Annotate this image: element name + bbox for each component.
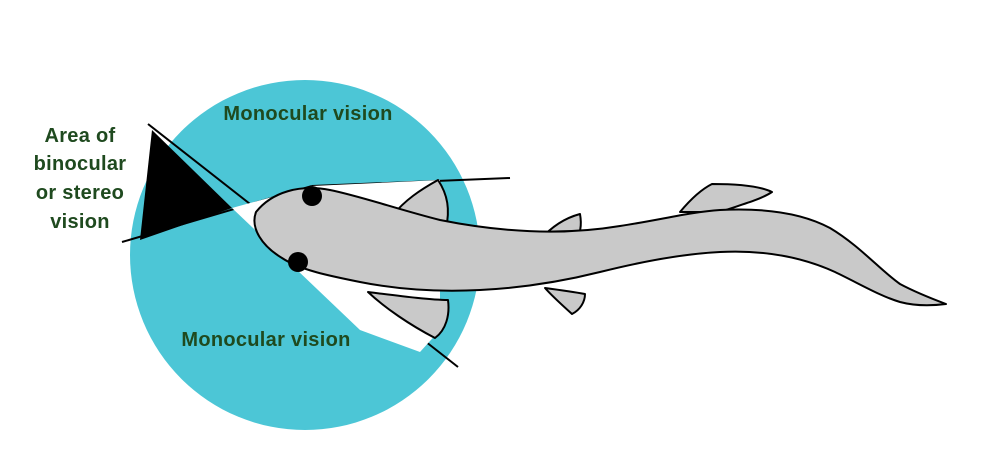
eye-icon: [288, 252, 308, 272]
binocular-label-line-1: Area of: [44, 125, 115, 147]
pectoral-fin-bottom: [367, 291, 450, 339]
eye-icon: [302, 186, 322, 206]
small-fin-bottom: [544, 287, 586, 315]
tail-upper-lobe: [679, 183, 773, 213]
binocular-label-line-3: or stereo: [36, 182, 124, 204]
shark: [232, 179, 947, 352]
binocular-label-line-4: vision: [50, 211, 110, 233]
monocular-bottom-label: Monocular vision: [181, 329, 350, 351]
labels: Monocular vision Monocular vision Area o…: [34, 103, 393, 351]
blind-wedge: [0, 0, 122, 454]
monocular-top-label: Monocular vision: [223, 103, 392, 125]
binocular-area: [140, 130, 232, 240]
binocular-label-line-2: binocular: [34, 153, 127, 175]
shark-body: [253, 187, 947, 307]
